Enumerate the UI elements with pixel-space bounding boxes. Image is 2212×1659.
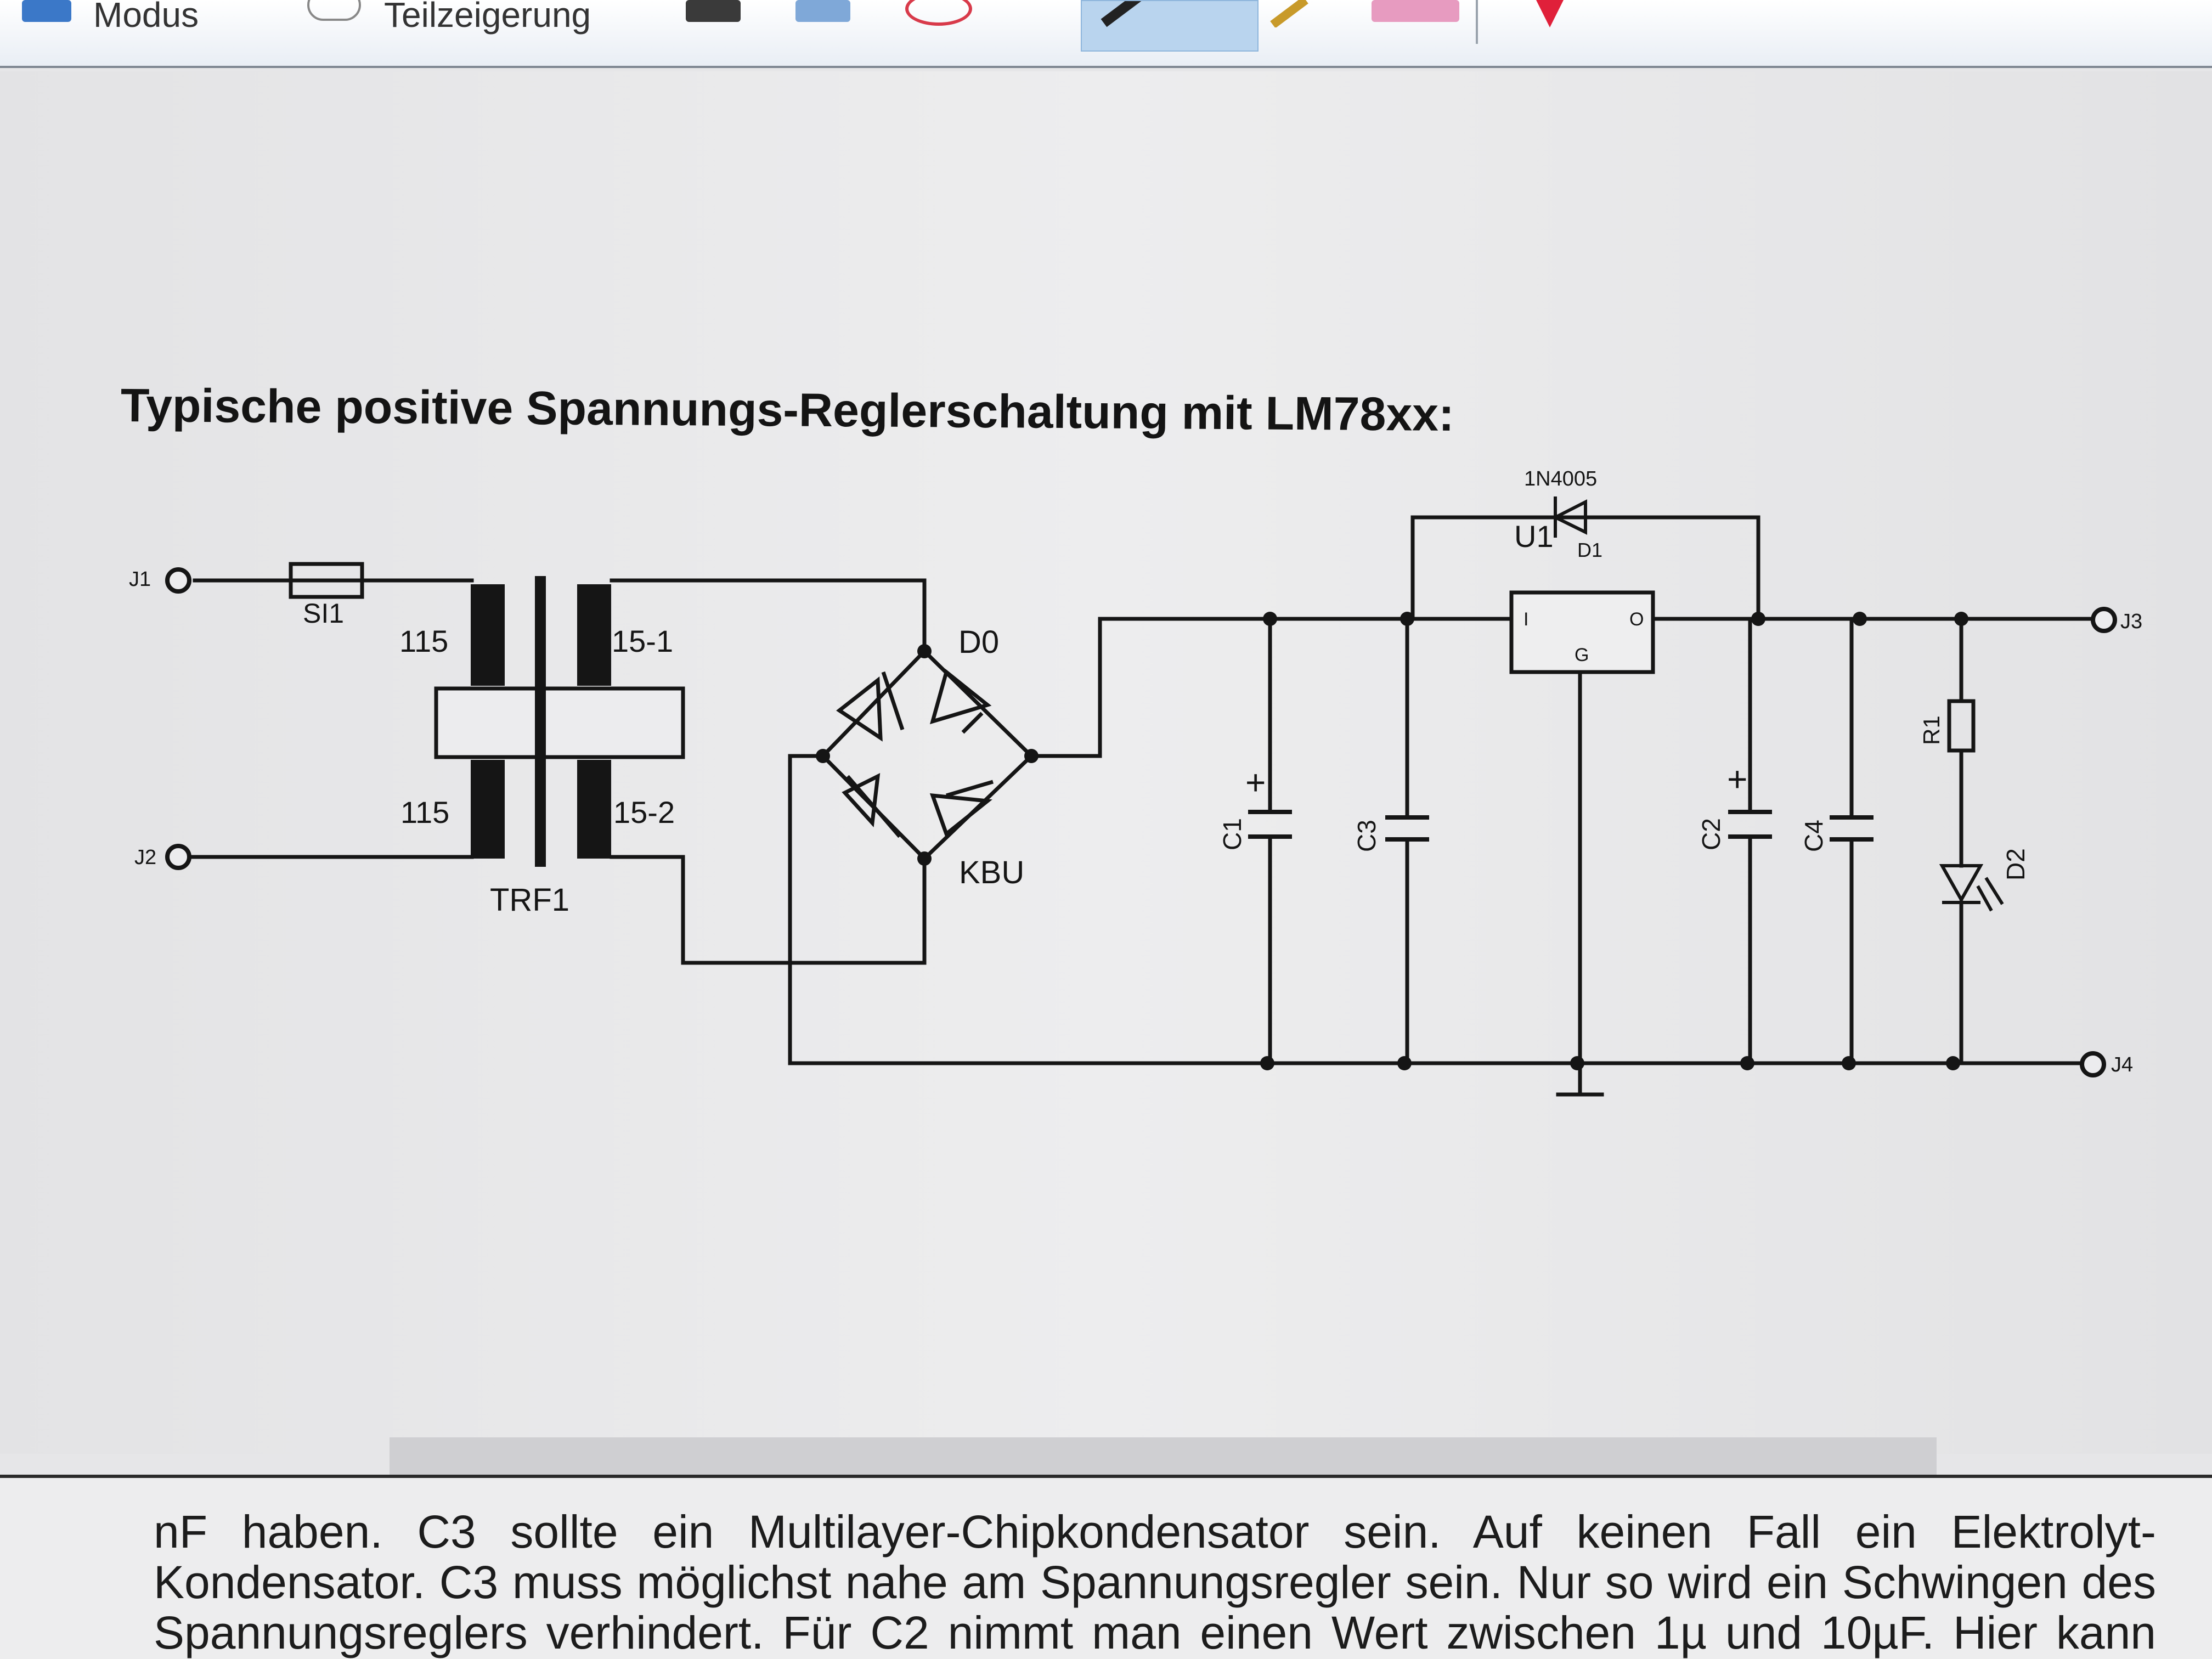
label-pin-o: O xyxy=(1629,609,1644,630)
toolbar-separator xyxy=(1476,0,1478,44)
body-text-line-2: Kondensator. C3 muss möglichst nahe am S… xyxy=(154,1556,2156,1608)
pen-icon xyxy=(1101,0,1143,27)
layout-icon[interactable] xyxy=(795,0,850,22)
wire-bridge-plus xyxy=(1029,617,1522,758)
wire-ground xyxy=(788,754,2092,1065)
capacitor-c2 xyxy=(1728,810,1772,839)
label-15-1: 15-1 xyxy=(612,624,673,658)
body-text-line-1: nF haben. C3 sollte ein Multilayer-Chipk… xyxy=(154,1506,2156,1558)
wire-secondary-1 xyxy=(610,578,927,653)
label-c1-plus: + xyxy=(1245,763,1266,802)
pointer-icon[interactable] xyxy=(1525,0,1575,27)
label-115-bottom: 115 xyxy=(400,795,449,830)
label-15-2: 15-2 xyxy=(613,795,675,830)
document-text-area: nF haben. C3 sollte ein Multilayer-Chipk… xyxy=(0,1478,2212,1659)
capacitor-c1 xyxy=(1248,810,1292,839)
label-j2: J2 xyxy=(134,846,156,869)
pen-tool-selected[interactable] xyxy=(1081,0,1259,52)
toolbar-item-modus[interactable]: Modus xyxy=(93,0,199,35)
highlighter-icon[interactable] xyxy=(1372,0,1459,22)
junction-dots xyxy=(816,612,1968,1070)
label-c3: C3 xyxy=(1352,820,1381,852)
page-divider xyxy=(0,1475,2212,1478)
label-115-top: 115 xyxy=(399,624,448,658)
capacitor-c3 xyxy=(1385,815,1429,842)
label-j4: J4 xyxy=(2111,1053,2133,1076)
toolbar: Modus Teilzeigerung xyxy=(0,0,2212,68)
terminal-j2 xyxy=(165,844,191,870)
label-d2: D2 xyxy=(2001,848,2030,881)
label-j1: J1 xyxy=(129,568,151,591)
led-d2 xyxy=(1939,864,2004,912)
terminal-j3 xyxy=(2091,607,2117,633)
label-trf1: TRF1 xyxy=(490,882,569,918)
grid-icon[interactable] xyxy=(686,0,741,22)
label-pin-g: G xyxy=(1575,645,1589,665)
pencil-icon[interactable] xyxy=(1267,0,1317,29)
label-u1: U1 xyxy=(1514,519,1554,554)
circuit-schematic: J1 J2 J3 J4 SI1 115 115 15-1 15-2 TRF1 D… xyxy=(129,467,2142,1097)
capacitors xyxy=(1248,810,1874,842)
document-page xyxy=(0,71,2212,1454)
transformer-trf1 xyxy=(434,576,685,867)
label-c2: C2 xyxy=(1697,818,1725,850)
diode-d1 xyxy=(1551,496,1587,538)
terminal-j1 xyxy=(165,567,191,594)
label-r1: R1 xyxy=(1918,715,1944,745)
label-c1: C1 xyxy=(1218,818,1246,850)
eraser-icon[interactable] xyxy=(905,0,972,26)
bridge-diodes xyxy=(836,668,994,838)
label-d0: D0 xyxy=(958,624,999,660)
label-kbu: KBU xyxy=(959,855,1024,890)
body-text-line-3: Spannungsreglers verhindert. Für C2 nimm… xyxy=(154,1607,2156,1658)
clock-icon[interactable] xyxy=(307,0,361,21)
label-pin-i: I xyxy=(1523,609,1528,630)
wire-secondary-2 xyxy=(610,855,927,965)
bridge-rectifier-kbu xyxy=(820,648,1035,861)
label-j3: J3 xyxy=(2120,610,2142,633)
label-si1: SI1 xyxy=(303,598,344,629)
regulator-u1 xyxy=(1509,590,1655,674)
label-d1: D1 xyxy=(1577,539,1602,561)
terminals xyxy=(165,567,2117,1077)
capacitor-c4 xyxy=(1830,815,1874,842)
mode-icon[interactable] xyxy=(22,0,71,22)
terminal-j4 xyxy=(2080,1051,2106,1077)
toolbar-item-teilzeigerung[interactable]: Teilzeigerung xyxy=(384,0,591,35)
resistor-r1 xyxy=(1947,699,1976,753)
label-c2-plus: + xyxy=(1727,759,1747,799)
label-1n4005: 1N4005 xyxy=(1524,467,1597,490)
label-c4: C4 xyxy=(1799,820,1828,852)
